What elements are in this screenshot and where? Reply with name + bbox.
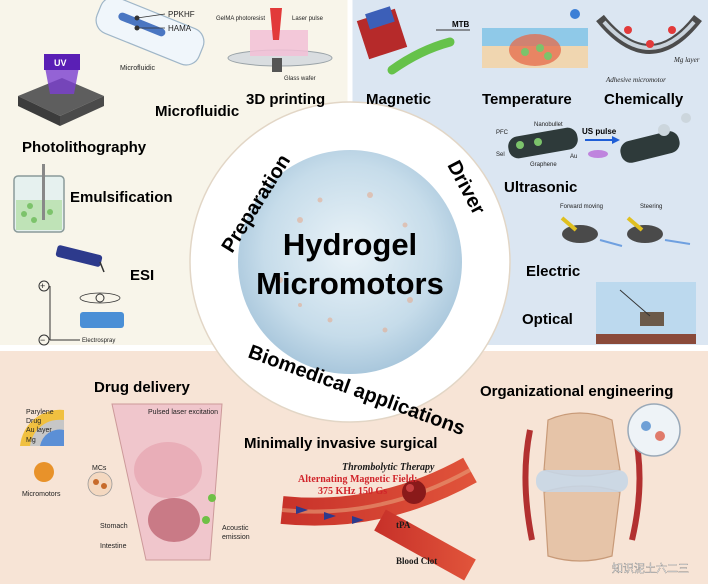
label-microfluidic-small: Microfluidic (120, 65, 156, 72)
driver-label-chemically: Chemically (604, 91, 684, 108)
label-ppkhf: PPKHF (168, 10, 195, 19)
label-mcs: MCs (92, 465, 107, 472)
driver-label-electric: Electric (526, 263, 580, 280)
label-pulsed-laser: Pulsed laser excitation (148, 409, 218, 416)
chemical-illustration (596, 14, 702, 54)
center-title-line1: Hydrogel (283, 227, 417, 262)
prep-label-esi: ESI (130, 267, 154, 284)
label-au: Au (570, 154, 577, 160)
label-gelma: GelMA photoresist (216, 16, 265, 22)
center-title-line2: Micromotors (256, 266, 444, 301)
label-hama: HAMA (168, 24, 192, 33)
prep-label-microfluidic: Microfluidic (155, 103, 239, 120)
label-acoustic-2: emission (222, 534, 250, 541)
label-mtb: MTB (452, 20, 470, 29)
driver-label-magnetic: Magnetic (366, 91, 431, 108)
thrombolytic-illustration (280, 457, 477, 581)
center-core (238, 150, 462, 374)
label-intestine: Intestine (100, 543, 127, 550)
label-sel: Sel (496, 152, 505, 158)
label-graphene: Graphene (530, 162, 557, 168)
label-drug: Drug (26, 418, 41, 425)
label-blood-clot: Blood Clot (396, 556, 437, 566)
bio-label-organizational: Organizational engineering (480, 383, 673, 400)
label-tpa: tPA (396, 520, 411, 530)
watermark: 知识泥土六二三 (612, 561, 689, 575)
label-laser: Laser pulse (292, 16, 324, 22)
label-adhesive: Adhesive micromotor (605, 76, 666, 84)
core-particles (277, 192, 413, 333)
label-mg-layer: Mg layer (673, 56, 700, 64)
microfluidic-device-illustration (95, 0, 205, 66)
label-forward-moving: Forward moving (560, 204, 603, 210)
label-micromotors: Micromotors (22, 491, 61, 498)
label-parylene: Parylene (26, 409, 54, 416)
bio-label-minimally-invasive: Minimally invasive surgical (244, 435, 437, 452)
emulsification-illustration (13, 164, 65, 233)
prep-label-photolithography: Photolithography (22, 139, 147, 156)
label-acoustic-1: Acoustic (222, 525, 249, 532)
prep-label-emulsification: Emulsification (70, 189, 173, 206)
prep-label-3d-printing: 3D printing (246, 91, 325, 108)
esi-illustration (38, 245, 124, 346)
label-thrombolytic: Thrombolytic Therapy (342, 462, 435, 473)
label-alt-field-2: 375 KHz 150 Gs (318, 486, 387, 497)
joint-illustration (522, 403, 681, 562)
photolithography-illustration (18, 54, 104, 126)
bio-label-drug-delivery: Drug delivery (94, 379, 191, 396)
magnetic-illustration (356, 6, 470, 75)
label-plus: + (40, 281, 45, 291)
driver-label-temperature: Temperature (482, 91, 572, 108)
label-minus: − (40, 335, 45, 345)
3d-printing-illustration (227, 8, 333, 72)
label-electrospray: Electrospray (82, 338, 115, 344)
label-glass: Glass wafer (284, 76, 316, 82)
driver-label-ultrasonic: Ultrasonic (504, 179, 577, 196)
optical-illustration (596, 282, 696, 344)
temperature-illustration (482, 9, 588, 68)
label-alt-field-1: Alternating Magnetic Field: (298, 474, 417, 485)
drug-delivery-illustration (20, 403, 223, 561)
label-au-layer: Au layer (26, 427, 52, 434)
label-pfc: PFC (496, 130, 509, 136)
electric-illustration (560, 216, 691, 247)
ultrasonic-illustration (508, 113, 691, 163)
label-nanobullet: Nanobullet (534, 122, 563, 128)
label-us-pulse: US pulse (582, 127, 617, 136)
label-stomach: Stomach (100, 523, 128, 530)
driver-label-optical: Optical (522, 311, 573, 328)
label-uv: UV (54, 58, 67, 68)
label-mg: Mg (26, 437, 36, 444)
label-steering: Steering (640, 204, 662, 210)
